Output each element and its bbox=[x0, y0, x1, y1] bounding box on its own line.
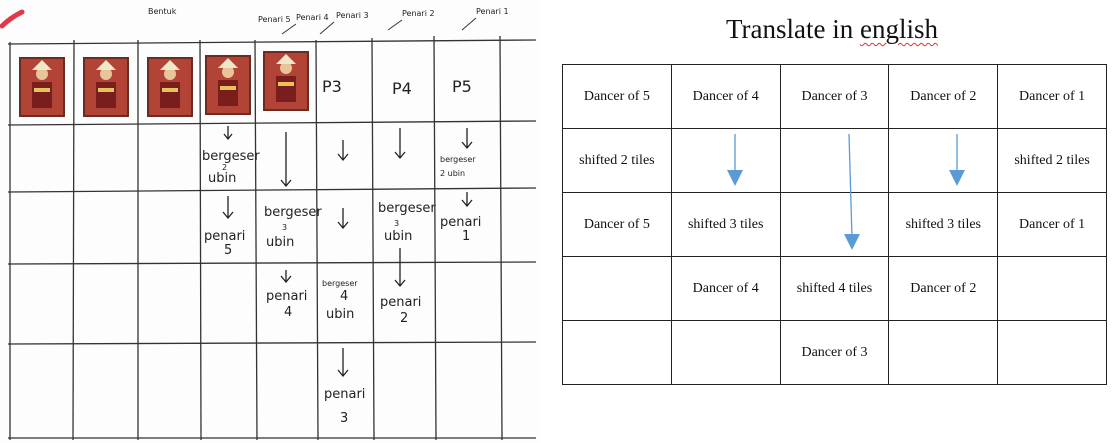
column-label-p3: P3 bbox=[322, 77, 342, 96]
header-note-penari-5: Penari 5 bbox=[258, 15, 291, 24]
table-cell bbox=[671, 129, 780, 193]
header-note-penari-3: Penari 3 bbox=[336, 11, 369, 20]
table-cell bbox=[998, 321, 1107, 385]
table-cell: Dancer of 1 bbox=[998, 193, 1107, 257]
table-cell: Dancer of 3 bbox=[780, 321, 889, 385]
table-cell: Dancer of 5 bbox=[563, 193, 672, 257]
table-cell: Dancer of 1 bbox=[998, 65, 1107, 129]
table-cell: shifted 2 tiles bbox=[563, 129, 672, 193]
table-cell: Dancer of 3 bbox=[780, 65, 889, 129]
note-r4c6: bergeser 4 ubin bbox=[322, 279, 360, 322]
table-cell: Dancer of 2 bbox=[889, 65, 998, 129]
note-r3c4: penari 5 bbox=[204, 229, 250, 258]
column-label-p4: P4 bbox=[392, 79, 412, 98]
heading-underlined-word: english bbox=[860, 14, 938, 44]
dancer-photo-4 bbox=[206, 56, 250, 114]
note-r2c4: bergeser 2 ubin bbox=[202, 149, 264, 186]
table-cell bbox=[563, 257, 672, 321]
table-cell: Dancer of 5 bbox=[563, 65, 672, 129]
dancer-photo-2 bbox=[84, 58, 128, 116]
table-cell: shifted 4 tiles bbox=[780, 257, 889, 321]
heading-text: Translate in bbox=[726, 14, 860, 44]
note-r3c7: bergeser 3 ubin bbox=[378, 201, 440, 244]
table-cell: Dancer of 4 bbox=[671, 257, 780, 321]
header-note-penari-4: Penari 4 bbox=[296, 13, 329, 22]
table-cell bbox=[998, 257, 1107, 321]
header-note-penari-1: Penari 1 bbox=[476, 7, 509, 16]
note-r5c6: penari 3 bbox=[324, 387, 370, 426]
table-cell bbox=[671, 321, 780, 385]
handwritten-choreography-sheet: Bentuk Penari 5 Penari 4 Penari 3 Penari… bbox=[0, 0, 540, 443]
translation-table: Dancer of 5 Dancer of 4 Dancer of 3 Danc… bbox=[562, 64, 1107, 385]
table-cell bbox=[563, 321, 672, 385]
corner-note: Bentuk bbox=[148, 7, 177, 16]
table-cell: shifted 3 tiles bbox=[671, 193, 780, 257]
dancer-photo-1 bbox=[20, 58, 64, 116]
table-cell: Dancer of 2 bbox=[889, 257, 998, 321]
table-cell bbox=[780, 129, 889, 193]
dancer-photo-5 bbox=[264, 52, 308, 110]
sheet-drawing: Bentuk Penari 5 Penari 4 Penari 3 Penari… bbox=[0, 0, 540, 443]
table-row: shifted 2 tiles shifted 2 tiles bbox=[563, 129, 1107, 193]
table-cell bbox=[889, 129, 998, 193]
table-row: Dancer of 3 bbox=[563, 321, 1107, 385]
table-cell: Dancer of 4 bbox=[671, 65, 780, 129]
note-r4c7: penari 2 bbox=[380, 295, 426, 326]
note-r4c5: penari 4 bbox=[266, 289, 312, 320]
translation-heading: Translate in english bbox=[562, 14, 1102, 45]
column-label-p5: P5 bbox=[452, 77, 472, 96]
table-cell: shifted 3 tiles bbox=[889, 193, 998, 257]
dancer-photo-3 bbox=[148, 58, 192, 116]
table-cell bbox=[889, 321, 998, 385]
note-r2c8: bergeser 2 ubin bbox=[440, 155, 478, 178]
table-row: Dancer of 5 Dancer of 4 Dancer of 3 Danc… bbox=[563, 65, 1107, 129]
red-pen-mark bbox=[2, 12, 22, 26]
note-r3c8: penari 1 bbox=[440, 215, 486, 244]
table-cell: shifted 2 tiles bbox=[998, 129, 1107, 193]
table-cell bbox=[780, 193, 889, 257]
table-row: Dancer of 4 shifted 4 tiles Dancer of 2 bbox=[563, 257, 1107, 321]
header-note-penari-2: Penari 2 bbox=[402, 9, 435, 18]
table-row: Dancer of 5 shifted 3 tiles shifted 3 ti… bbox=[563, 193, 1107, 257]
